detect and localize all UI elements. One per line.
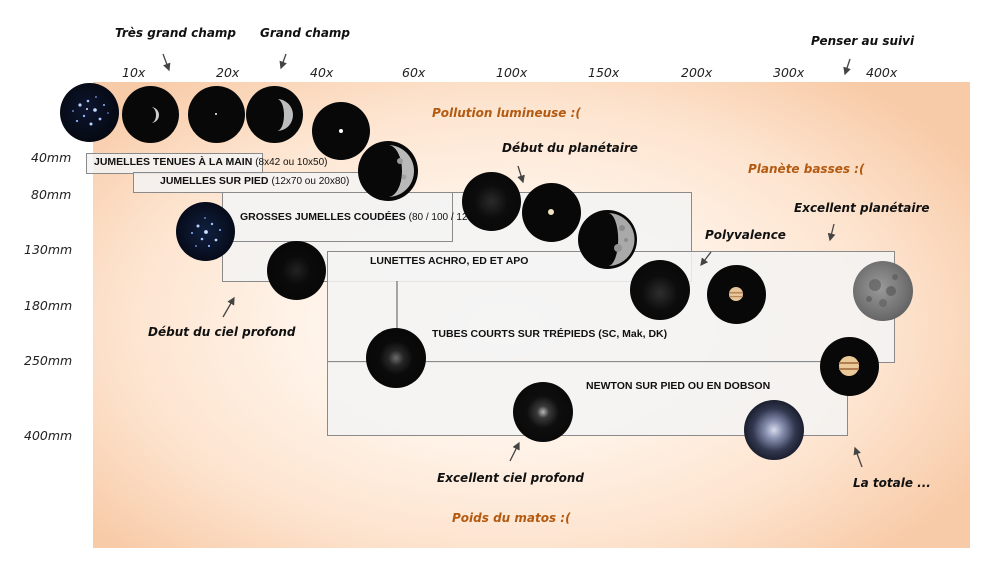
moon-icon xyxy=(388,145,414,197)
planet-dot-icon xyxy=(215,113,217,115)
star-field-icon xyxy=(72,96,109,126)
annotation-debut-ciel-profond: Début du ciel profond xyxy=(148,325,296,339)
warning-pollution: Pollution lumineuse :( xyxy=(432,106,581,120)
detail-jumelles-pied: (12x70 ou 20x80) xyxy=(271,176,350,187)
label-grosses-jumelles: GROSSES JUMELLES COUDÉES (80 / 100 / 125… xyxy=(240,211,476,223)
arrow-grand-champ xyxy=(279,53,287,70)
star-field-icon xyxy=(191,217,221,248)
label-jumelles-main: JUMELLES TENUES À LA MAIN (8x42 ou 10x50… xyxy=(94,156,328,168)
aperture-label-80mm: 80mm xyxy=(31,187,72,202)
annotation-excellent-planetaire: Excellent planétaire xyxy=(794,201,930,215)
view-moon-half xyxy=(246,86,303,143)
aperture-label-40mm: 40mm xyxy=(31,150,72,165)
label-tubes-courts: TUBES COURTS SUR TRÉPIEDS (SC, Mak, DK) xyxy=(432,328,667,340)
moon-crater-icon xyxy=(866,274,898,307)
moon-icon xyxy=(151,107,159,123)
name-tubes-courts: TUBES COURTS SUR TRÉPIEDS (SC, Mak, DK) xyxy=(432,328,668,340)
detail-grosses-jumelles: (80 / 100 / 125) xyxy=(408,212,477,223)
mag-label-20x: 20x xyxy=(216,65,240,80)
name-jumelles-pied: JUMELLES SUR PIED xyxy=(160,175,269,187)
mag-label-150x: 150x xyxy=(588,65,620,80)
view-galaxy-newton xyxy=(513,382,573,442)
jupiter-icon xyxy=(729,287,743,301)
arrow-excellent-planetaire xyxy=(827,223,836,242)
moon-icon xyxy=(608,213,635,266)
annotation-penser-au-suivi: Penser au suivi xyxy=(811,34,915,48)
annotation-tres-grand-champ: Très grand champ xyxy=(115,26,237,40)
mag-label-300x: 300x xyxy=(773,65,805,80)
arrow-debut-planetaire xyxy=(517,165,525,184)
aperture-label-130mm: 130mm xyxy=(24,242,73,257)
mag-label-400x: 400x xyxy=(866,65,898,80)
name-grosses-jumelles: GROSSES JUMELLES COUDÉES xyxy=(240,211,406,223)
arrow-debut-ciel-profond xyxy=(222,296,235,318)
warning-planete-basses: Planète basses :( xyxy=(748,162,865,176)
label-lunettes: LUNETTES ACHRO, ED ET APO xyxy=(370,255,528,267)
annotation-debut-planetaire: Début du planétaire xyxy=(502,141,638,155)
view-planet-disk-150x xyxy=(522,183,581,242)
view-faint-nebula-lunette xyxy=(267,241,326,300)
annotation-grand-champ: Grand champ xyxy=(260,26,351,40)
box-grosses-jumelles xyxy=(222,192,453,242)
view-galaxy-tubes-courts xyxy=(366,328,426,388)
mag-label-40x: 40x xyxy=(310,65,334,80)
view-moon-crater-closeup xyxy=(853,261,913,321)
aperture-label-180mm: 180mm xyxy=(24,298,73,313)
view-globular-cluster-la-totale xyxy=(744,400,804,460)
annotation-la-totale: La totale ... xyxy=(853,476,931,490)
moon-icon xyxy=(277,99,293,131)
aperture-label-250mm: 250mm xyxy=(24,353,73,368)
label-jumelles-pied: JUMELLES SUR PIED (12x70 ou 20x80) xyxy=(160,175,349,187)
name-newton: NEWTON SUR PIED OU EN DOBSON xyxy=(586,380,771,392)
mag-label-200x: 200x xyxy=(681,65,713,80)
view-moon-terminator xyxy=(578,210,637,269)
mag-label-100x: 100x xyxy=(496,65,528,80)
arrow-polyvalence xyxy=(700,251,712,267)
view-jupiter-large xyxy=(820,337,879,396)
planet-dot-icon xyxy=(339,129,343,133)
warning-poids: Poids du matos :( xyxy=(452,511,571,525)
view-planet-dot-40x xyxy=(312,102,370,160)
mag-label-10x: 10x xyxy=(122,65,146,80)
planet-disk-icon xyxy=(548,209,554,215)
view-moon-gibbous xyxy=(358,141,418,201)
annotation-excellent-ciel-profond: Excellent ciel profond xyxy=(437,471,585,485)
view-star-cluster-grosses-jumelles xyxy=(176,202,235,261)
mag-label-60x: 60x xyxy=(402,65,426,80)
arrow-excellent-ciel-profond xyxy=(509,441,520,462)
jupiter-icon xyxy=(839,356,859,376)
view-moon-crescent-small xyxy=(122,86,179,143)
arrow-la-totale xyxy=(853,446,863,468)
view-planet-dot-20x xyxy=(188,86,245,143)
view-jupiter-small xyxy=(707,265,766,324)
arrow-penser-au-suivi xyxy=(843,58,851,76)
annotation-polyvalence: Polyvalence xyxy=(705,228,786,242)
label-newton: NEWTON SUR PIED OU EN DOBSON xyxy=(586,380,770,392)
detail-jumelles-main: (8x42 ou 10x50) xyxy=(255,157,328,168)
arrow-tres-grand-champ xyxy=(162,53,171,72)
aperture-label-400mm: 400mm xyxy=(24,428,73,443)
view-star-cluster-10x xyxy=(60,83,119,142)
name-jumelles-main: JUMELLES TENUES À LA MAIN xyxy=(94,156,253,168)
name-lunettes: LUNETTES ACHRO, ED ET APO xyxy=(370,255,529,267)
view-faint-galaxy-100x xyxy=(462,172,521,231)
view-galaxy-polyvalence xyxy=(630,260,690,320)
